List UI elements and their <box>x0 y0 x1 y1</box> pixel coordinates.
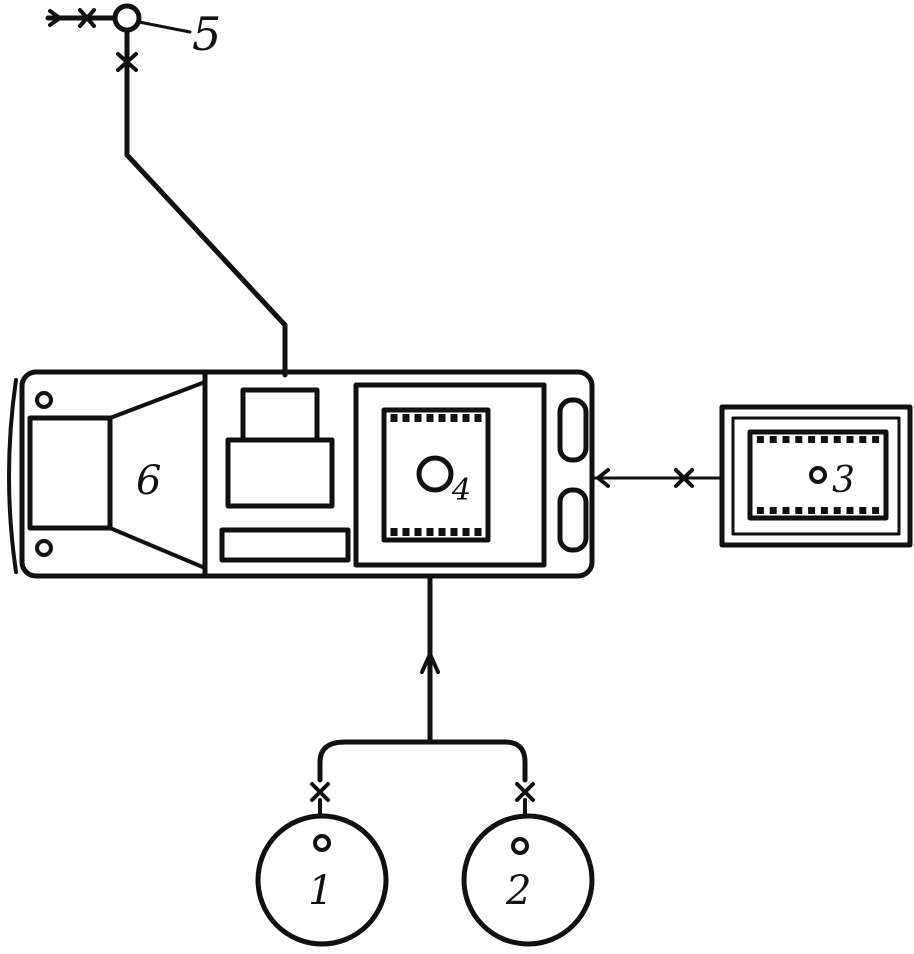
component-3-inner-frame <box>731 416 901 536</box>
main-unit-outline <box>19 369 595 579</box>
lens-icon <box>416 455 454 493</box>
label-3: 3 <box>832 460 855 501</box>
component-5-assembly: 5 <box>45 3 288 378</box>
component-5-circle <box>112 3 142 33</box>
label-2: 2 <box>505 868 531 914</box>
perforation-hole <box>756 436 764 443</box>
section-6: 6 <box>27 380 207 570</box>
perforation-hole <box>414 414 422 422</box>
perforation-hole <box>390 414 398 422</box>
valve-icon <box>515 782 535 802</box>
perforation-hole <box>438 414 446 422</box>
perforation-hole <box>402 414 410 422</box>
valve-icon <box>78 8 96 28</box>
port-upper <box>557 397 589 463</box>
section-6-frame <box>27 415 113 531</box>
film-perforation-top <box>390 414 482 422</box>
film-perforation-bottom <box>756 507 880 514</box>
cylinder-1-body <box>255 813 389 947</box>
perforation-hole <box>769 436 777 443</box>
perforation-hole <box>846 507 854 514</box>
flow-arrow-icon <box>48 9 62 27</box>
pipe-5-to-unit <box>124 27 288 378</box>
perforation-hole <box>474 528 482 536</box>
perforation-hole <box>450 528 458 536</box>
perforation-hole <box>820 507 828 514</box>
perforation-hole <box>782 507 790 514</box>
cylinder-2-valve-icon <box>511 837 529 855</box>
cylinder-2: 2 <box>461 813 595 947</box>
section-6-taper-bottom <box>108 526 207 570</box>
valve-icon <box>310 782 330 802</box>
perforation-hole <box>390 528 398 536</box>
label-1: 1 <box>308 868 333 914</box>
perforation-hole <box>426 528 434 536</box>
perforation-hole <box>846 436 854 443</box>
perforation-hole <box>795 507 803 514</box>
perforation-hole <box>402 528 410 536</box>
perforation-hole <box>426 414 434 422</box>
cylinder-2-body <box>461 813 595 947</box>
valve-icon <box>674 468 694 488</box>
perforation-hole <box>859 436 867 443</box>
component-3: 3 <box>719 404 913 548</box>
leader-line-5 <box>137 20 192 34</box>
supply-header <box>317 739 528 783</box>
perforation-hole <box>782 436 790 443</box>
perforation-hole <box>769 507 777 514</box>
perforation-hole <box>414 528 422 536</box>
middle-section <box>219 387 351 563</box>
supply-lines <box>310 575 535 818</box>
label-4: 4 <box>451 473 471 508</box>
valve-icon <box>116 52 138 72</box>
perforation-hole <box>450 414 458 422</box>
perforation-hole <box>872 507 880 514</box>
component-3-node-icon <box>809 466 827 484</box>
bolt-icon <box>35 391 53 409</box>
main-unit: 6 4 <box>7 369 595 579</box>
base-plate <box>219 527 351 563</box>
right-ports <box>557 397 589 553</box>
film-perforation-bottom <box>390 528 482 536</box>
perforation-hole <box>474 414 482 422</box>
flow-arrow-icon <box>420 652 440 674</box>
component-3-film-frame <box>747 429 889 521</box>
port-lower <box>557 487 589 553</box>
label-6: 6 <box>136 458 161 504</box>
perforation-hole <box>462 528 470 536</box>
bolt-icon <box>35 539 53 557</box>
cylinder-1: 1 <box>255 813 389 947</box>
perforation-hole <box>808 507 816 514</box>
perforation-hole <box>833 507 841 514</box>
label-5: 5 <box>192 7 221 61</box>
perforation-hole <box>859 507 867 514</box>
end-cap-arc <box>7 378 18 574</box>
lower-block <box>225 437 335 509</box>
component-3-outer-frame <box>719 404 913 548</box>
section-4-compartment <box>353 382 547 568</box>
perforation-hole <box>462 414 470 422</box>
cylinder-1-valve-icon <box>313 834 331 852</box>
perforation-hole <box>808 436 816 443</box>
perforation-hole <box>833 436 841 443</box>
perforation-hole <box>756 507 764 514</box>
flow-arrow-icon <box>596 468 610 488</box>
perforation-hole <box>820 436 828 443</box>
section-4: 4 <box>353 382 547 568</box>
upper-block <box>240 387 320 443</box>
film-perforation-top <box>756 436 880 443</box>
perforation-hole <box>438 528 446 536</box>
perforation-hole <box>795 436 803 443</box>
section-6-taper-top <box>108 380 207 420</box>
link-to-component-3 <box>590 468 722 488</box>
perforation-hole <box>872 436 880 443</box>
film-frame <box>381 407 491 543</box>
